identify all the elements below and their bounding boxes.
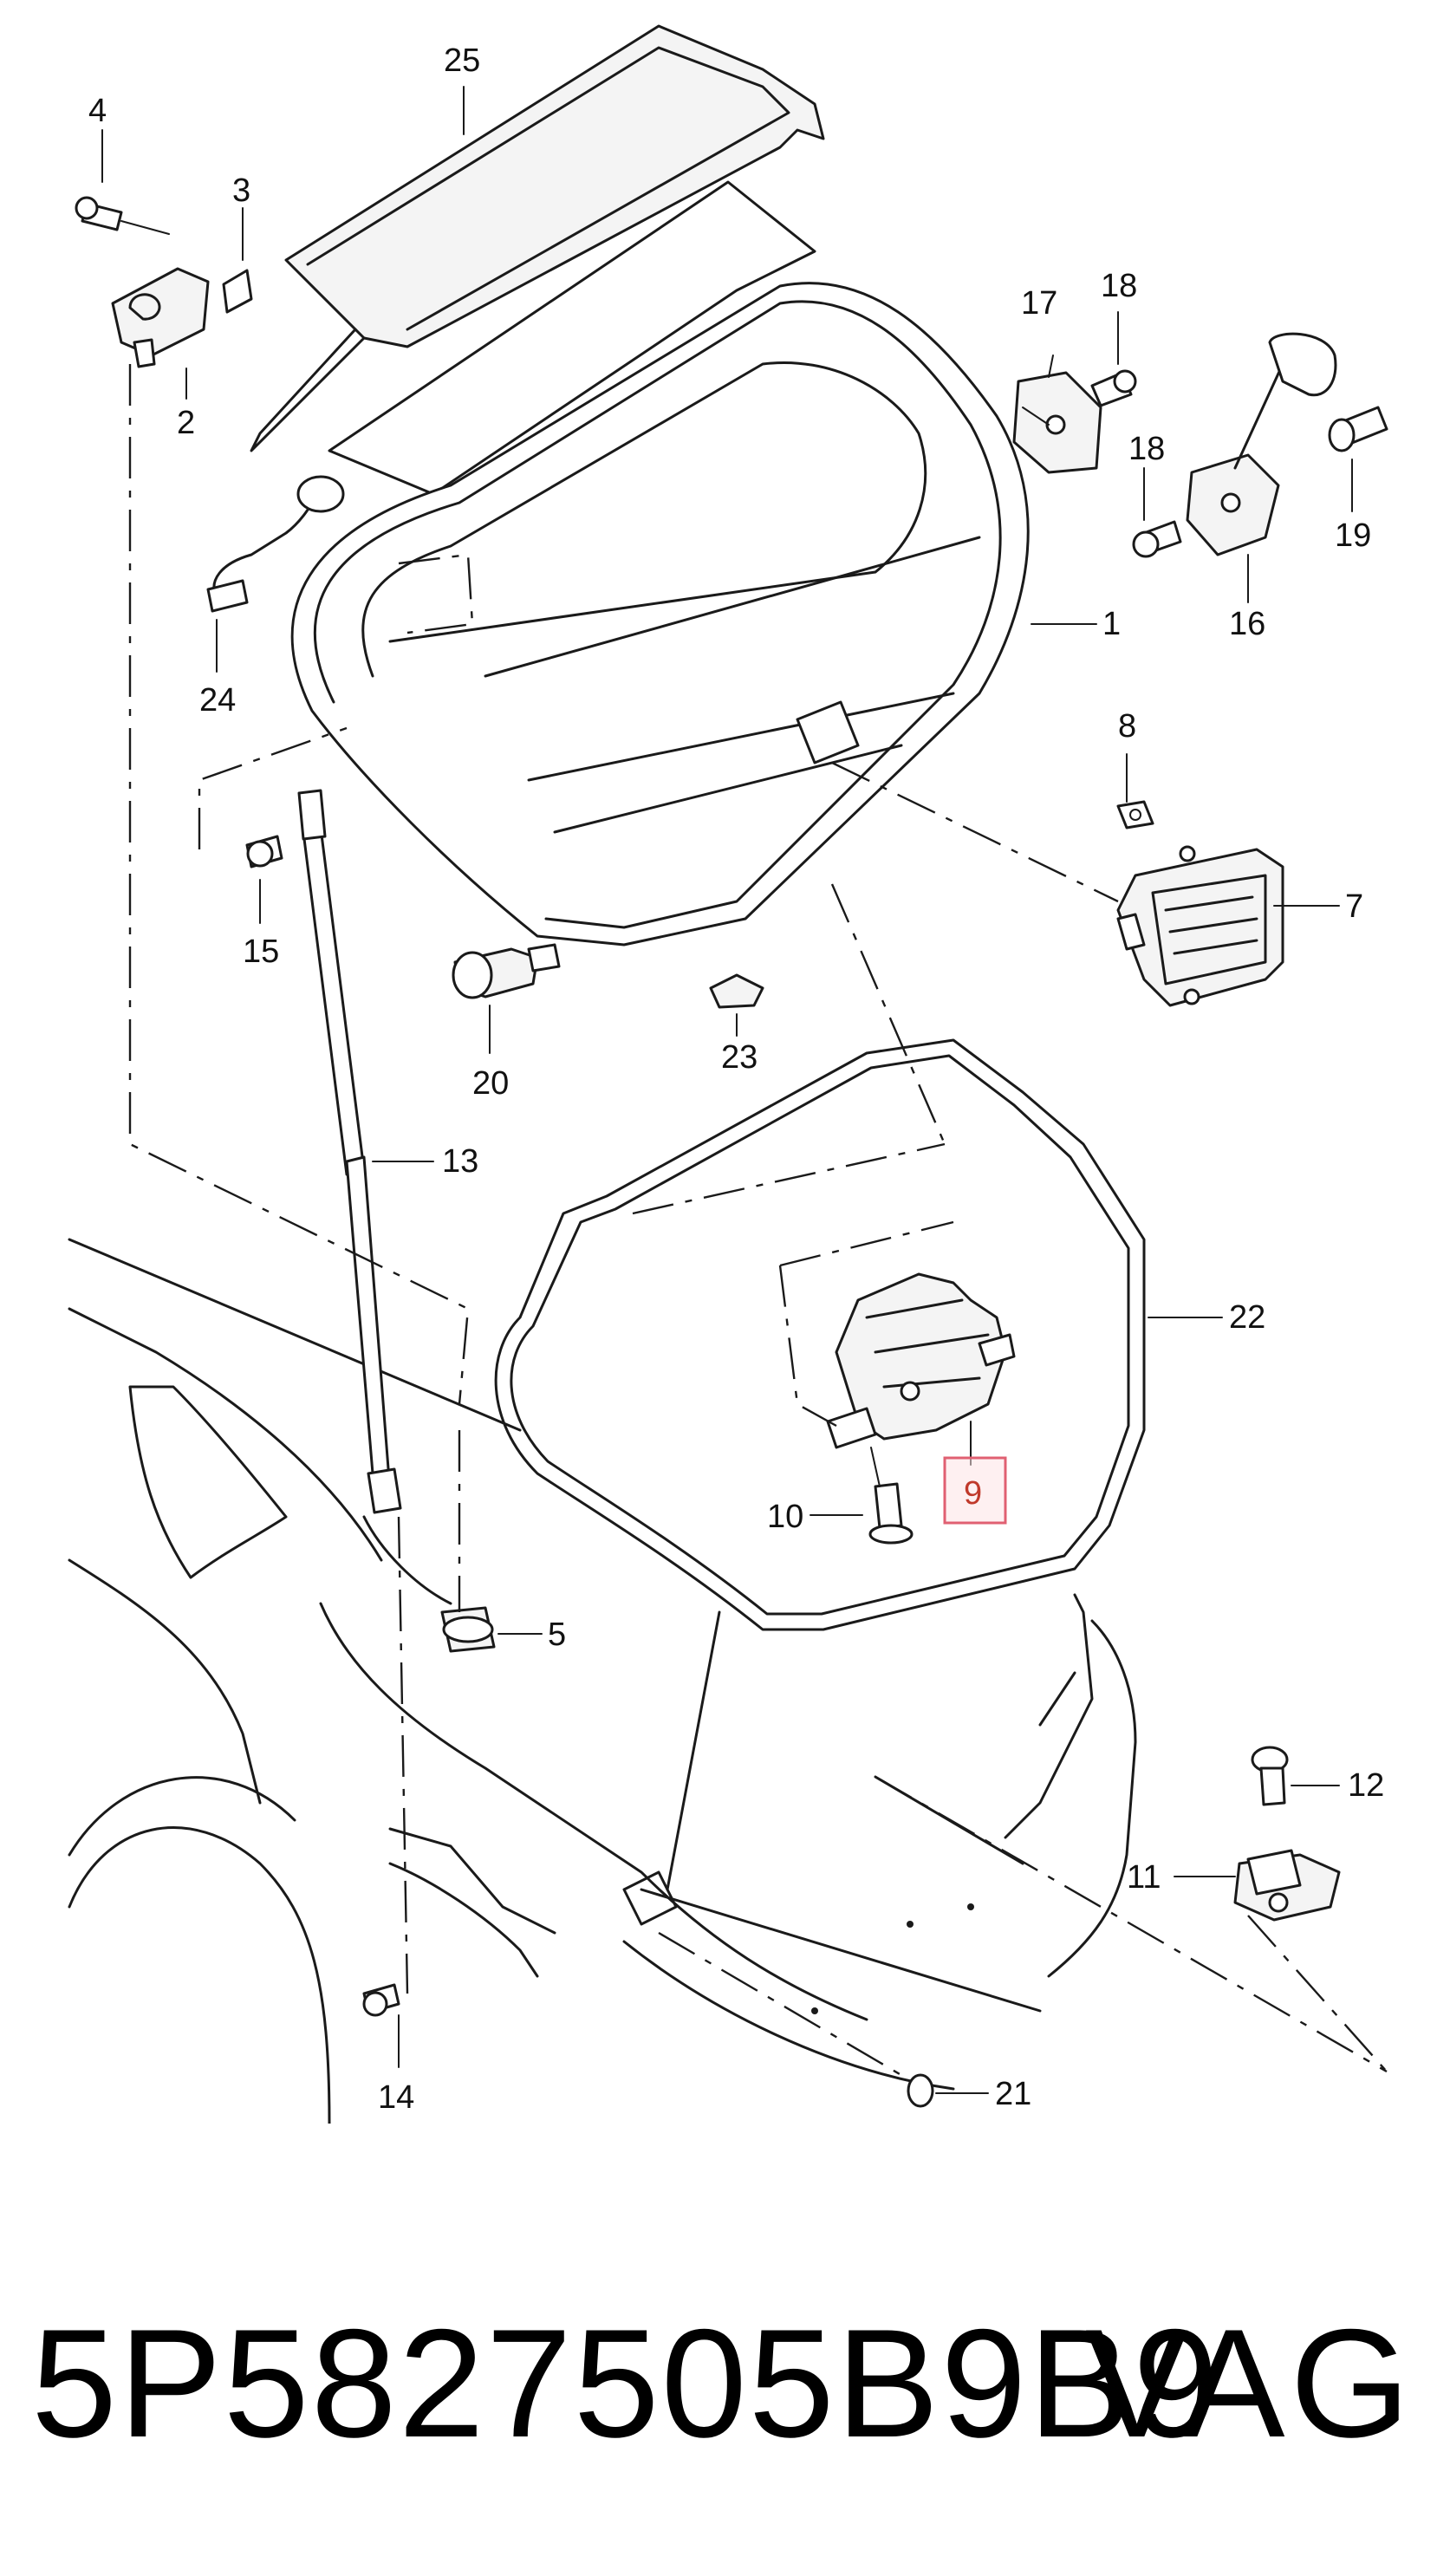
callout-7: 7: [1345, 888, 1363, 925]
part-bolt-4: [75, 196, 170, 235]
callout-22: 22: [1229, 1299, 1265, 1336]
part-trunk-seal: [494, 1038, 1146, 1631]
callout-5: 5: [548, 1617, 566, 1653]
part-pull-handle: [1186, 332, 1337, 556]
part-tailgate: [290, 180, 1030, 946]
part-bracket-17: [1012, 371, 1102, 474]
callout-23: 23: [721, 1039, 758, 1076]
part-washer-3: [222, 269, 253, 314]
callout-3: 3: [232, 172, 250, 209]
callout-21: 21: [995, 2076, 1031, 2112]
parts-diagram: 25 4 3 2 24 17 18 18 19 16 1 8 7 15 20 2…: [68, 24, 1388, 2124]
part-car-body: [68, 1238, 1137, 2124]
part-gas-strut: [297, 789, 402, 1514]
callout-13: 13: [442, 1143, 478, 1180]
part-number: 5P5827505B9B9: [31, 2297, 1221, 2469]
part-hinge: [111, 267, 210, 368]
callout-2: 2: [177, 405, 195, 441]
part-clip-19: [1328, 406, 1388, 452]
brand-name: VAG: [1085, 2297, 1415, 2469]
part-nut-5: [440, 1606, 496, 1653]
callout-9: 9: [964, 1475, 982, 1512]
part-plug-21: [907, 2073, 934, 2108]
callout-11: 11: [1127, 1859, 1161, 1896]
callout-18b: 18: [1128, 431, 1165, 467]
part-bolt-18-lower: [1132, 520, 1182, 558]
assembly-lines: [128, 364, 1388, 2082]
callout-14: 14: [378, 2079, 414, 2116]
callout-1: 1: [1102, 606, 1121, 642]
footer: 5P5827505B9B9 VAG: [0, 2288, 1450, 2479]
callout-15: 15: [243, 933, 279, 970]
part-bolt-14: [362, 1983, 400, 2017]
part-tailgate-lock: [778, 1220, 1016, 1449]
part-bolt-12: [1251, 1746, 1289, 1806]
part-bolt-15: [245, 835, 283, 868]
part-bolt-18-upper: [1090, 369, 1137, 407]
part-spoiler: [250, 24, 825, 452]
part-bracket-11: [1233, 1849, 1341, 1922]
part-cable-24: [206, 475, 345, 613]
leader-lines: [101, 86, 1353, 2094]
callout-25: 25: [444, 42, 480, 79]
callout-10: 10: [767, 1499, 803, 1535]
callout-17: 17: [1021, 285, 1057, 322]
callout-19: 19: [1335, 517, 1371, 554]
part-bolt-10: [868, 1447, 914, 1545]
part-clip-8: [1116, 800, 1154, 829]
highlight-box-9: [943, 1456, 1007, 1525]
part-clip-23: [709, 973, 764, 1009]
callout-18a: 18: [1101, 268, 1137, 304]
part-buffer-20: [452, 943, 561, 999]
callout-8: 8: [1118, 708, 1136, 745]
callout-12: 12: [1348, 1767, 1384, 1804]
callout-24: 24: [199, 682, 236, 719]
callout-4: 4: [88, 93, 107, 129]
callout-20: 20: [472, 1065, 509, 1102]
callout-16: 16: [1229, 606, 1265, 642]
callout-labels: 25 4 3 2 24 17 18 18 19 16 1 8 7 15 20 2…: [88, 42, 1384, 2116]
part-emblem: [1116, 845, 1284, 1007]
